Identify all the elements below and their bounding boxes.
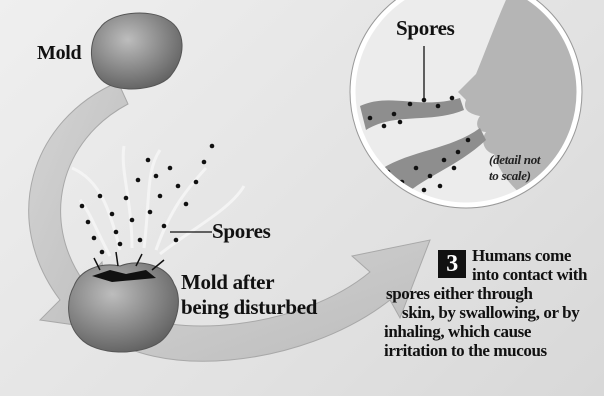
spores-label: Spores [212,219,271,244]
mold-disturbed-label: Mold after being disturbed [181,270,317,320]
mold-disturbed-line1: Mold after [181,270,274,294]
mold-disturbed-line2: being disturbed [181,295,317,319]
detail-note-line2: to scale) [489,168,531,183]
mold-label: Mold [37,42,81,65]
detail-note: (detail not to scale) [489,152,540,184]
step-line-5: inhaling, which cause [384,322,604,341]
detail-spores-label: Spores [396,16,455,41]
step-line-6: irritation to the mucous [384,341,604,360]
detail-note-line1: (detail not [489,152,540,167]
detail-circle [350,0,604,220]
step-number-badge: 3 [438,250,466,278]
step-line-4: skin, by swallowing, or by [402,303,604,322]
step-line-1: Humans come [380,246,604,265]
step-3-text: 3 Humans come into contact with spores e… [380,246,604,360]
step-line-3: spores either through [386,284,604,303]
mold-blob [91,13,182,89]
